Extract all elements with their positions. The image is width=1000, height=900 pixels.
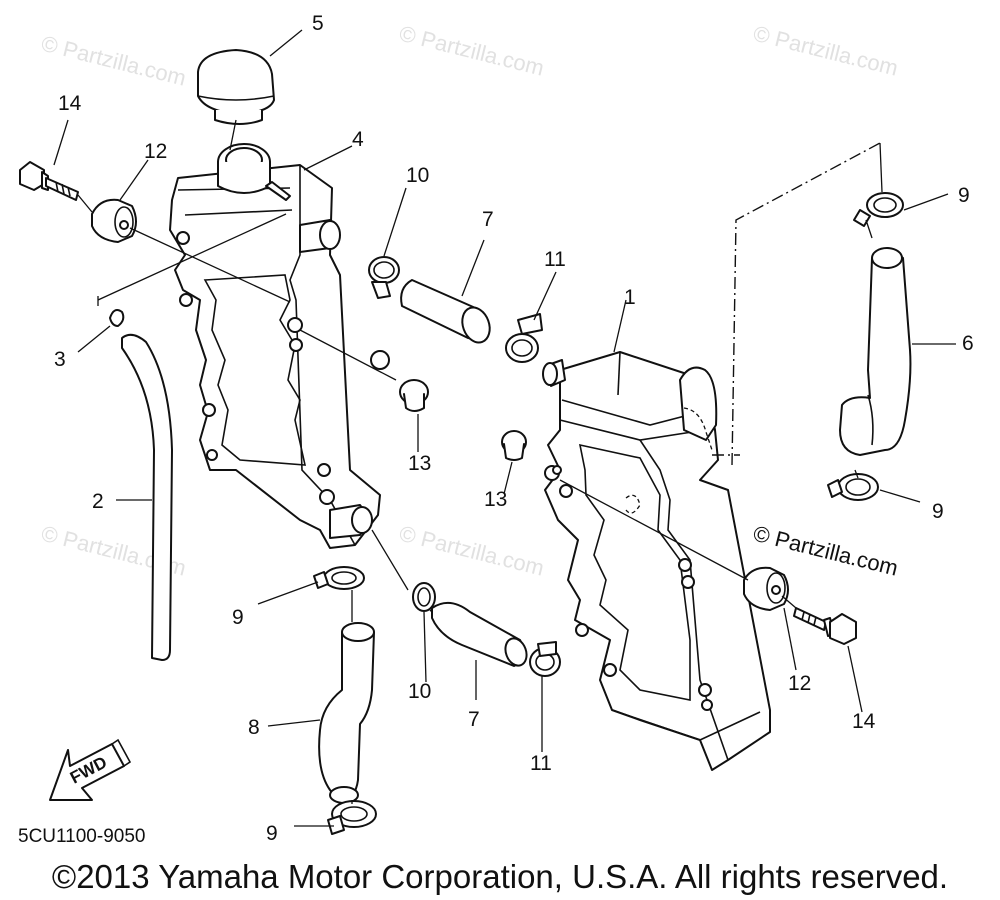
callout-12-left: 12 bbox=[144, 140, 167, 163]
callout-6: 6 bbox=[962, 332, 974, 355]
callout-8: 8 bbox=[248, 716, 260, 739]
hose-7-lower bbox=[431, 601, 528, 667]
hose-6 bbox=[839, 247, 912, 456]
hose-8 bbox=[318, 622, 375, 804]
callout-2: 2 bbox=[92, 490, 104, 513]
callout-11-upper: 11 bbox=[544, 248, 566, 271]
callout-14-right: 14 bbox=[852, 710, 876, 733]
callout-9-mid-right: 9 bbox=[932, 500, 944, 523]
callout-numbers: 14 12 5 4 10 7 11 1 9 6 3 13 13 2 9 12 9… bbox=[54, 12, 974, 845]
watermark-5: © Partzilla.com bbox=[397, 521, 547, 581]
clamp-11-lower bbox=[529, 641, 561, 677]
left-radiator bbox=[169, 143, 390, 549]
watermark-2: © Partzilla.com bbox=[397, 21, 547, 81]
callout-3: 3 bbox=[54, 348, 66, 371]
clamp-9-top-right bbox=[853, 192, 904, 227]
reference-code: 5CU1100-9050 bbox=[18, 826, 145, 847]
callout-5: 5 bbox=[312, 12, 324, 35]
callout-14-left: 14 bbox=[58, 92, 82, 115]
callout-10-lower: 10 bbox=[408, 680, 431, 703]
callout-13-right: 13 bbox=[484, 488, 507, 511]
overflow-hose-2 bbox=[121, 333, 173, 661]
copyright-notice: ©2013 Yamaha Motor Corporation, U.S.A. A… bbox=[52, 858, 948, 895]
clamp-9-mid-right bbox=[827, 473, 879, 501]
callout-7-lower: 7 bbox=[468, 708, 480, 731]
callout-9-left: 9 bbox=[232, 606, 244, 629]
grommet-12-right bbox=[743, 566, 789, 611]
clamp-10-upper bbox=[368, 256, 400, 299]
callout-1: 1 bbox=[624, 286, 636, 309]
callout-leaders bbox=[53, 29, 956, 827]
collar-13-right bbox=[501, 430, 527, 461]
callout-9-bottom: 9 bbox=[266, 822, 278, 845]
watermark-3: © Partzilla.com bbox=[751, 21, 901, 81]
forward-arrow: FWD bbox=[49, 738, 132, 801]
collar-13-left bbox=[399, 379, 429, 412]
callout-11-lower: 11 bbox=[530, 752, 552, 775]
callout-9-top-right: 9 bbox=[958, 184, 970, 207]
clamp-11-upper bbox=[505, 313, 543, 363]
radiator-cap bbox=[197, 49, 275, 125]
right-radiator bbox=[542, 351, 771, 771]
grommet-12-left bbox=[91, 198, 137, 243]
bolt-14-left bbox=[19, 161, 79, 201]
callout-12-right: 12 bbox=[788, 672, 811, 695]
bolt-14-right bbox=[793, 607, 857, 645]
clamp-10-lower bbox=[412, 582, 436, 612]
watermark-1: © Partzilla.com bbox=[39, 31, 189, 91]
callout-7-upper: 7 bbox=[482, 208, 494, 231]
clamp-9-left-mid bbox=[313, 566, 365, 590]
callout-10-upper: 10 bbox=[406, 164, 429, 187]
clamp-9-bottom bbox=[327, 800, 377, 835]
assembly-lines bbox=[77, 119, 883, 804]
callout-13-left: 13 bbox=[408, 452, 431, 475]
clip-3 bbox=[109, 309, 125, 327]
callout-4: 4 bbox=[352, 128, 364, 151]
hose-7-upper bbox=[400, 279, 491, 344]
